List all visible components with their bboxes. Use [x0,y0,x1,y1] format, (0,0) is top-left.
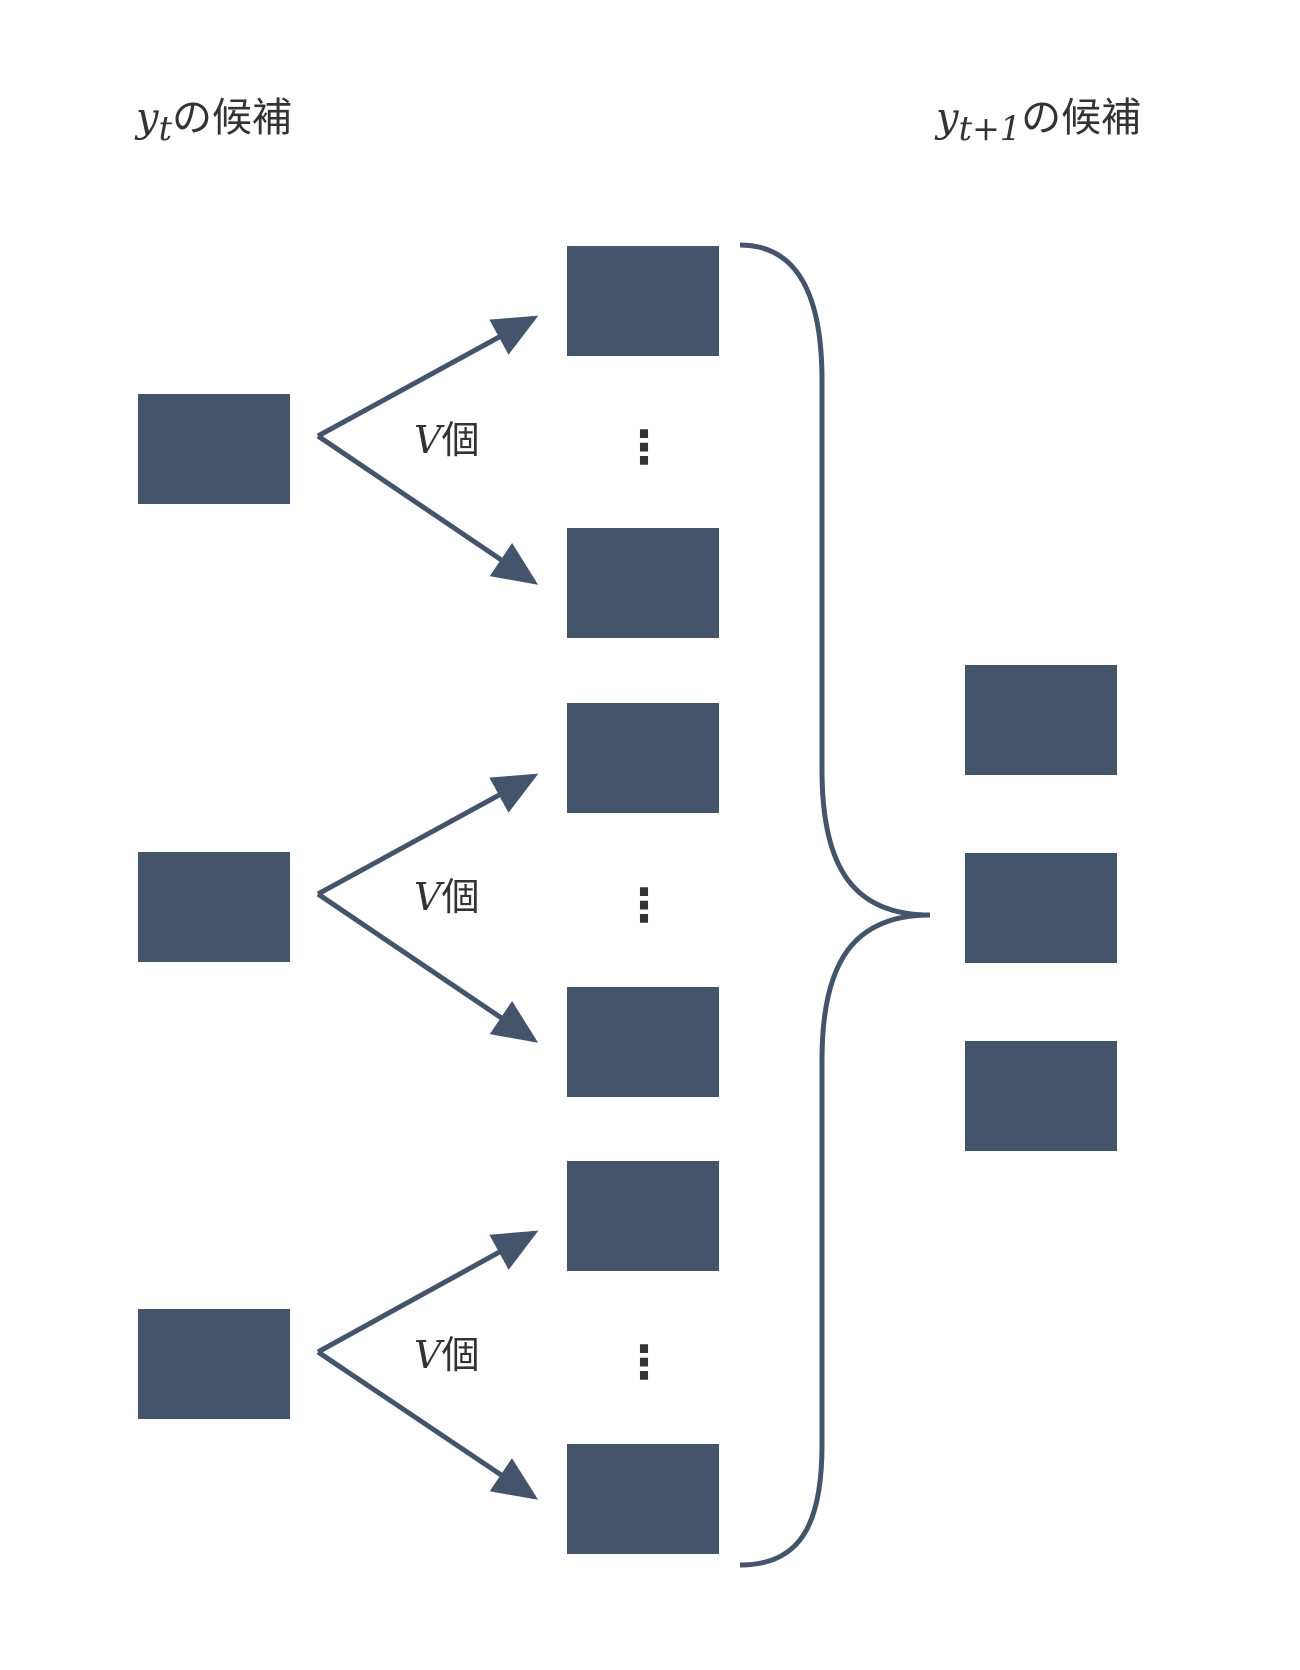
branch-count-var-3: V [414,1333,442,1377]
branch-count-label-1: V個 [414,418,479,462]
branch-arrow-up-2 [316,773,539,897]
yt1-candidate-box-1 [965,665,1117,775]
branch-arrow-up-3 [316,1230,539,1355]
expanded-box-2-top [567,703,719,813]
expanded-box-3-bottom [567,1444,719,1554]
yt1-candidates-heading: yt+1の候補 [936,94,1141,153]
branch-arrow-up-1 [316,315,539,439]
yt-candidate-box-1 [138,394,290,504]
branch-arrow-down-1 [316,433,539,585]
yt-candidate-box-3 [138,1309,290,1419]
branch-count-label-3: V個 [414,1333,479,1377]
yt1-suffix: の候補 [1021,95,1142,141]
yt1-candidate-box-2 [965,853,1117,963]
expanded-box-1-top [567,246,719,356]
expanded-box-1-bottom [567,528,719,638]
ellipsis-2: ⋮ [621,878,667,932]
yt-subscript: t [158,109,173,148]
yt1-candidate-box-3 [965,1041,1117,1151]
yt-var: y [136,95,159,141]
selection-brace [739,242,931,1568]
yt-suffix: の候補 [172,95,293,141]
branch-count-label-2: V個 [414,875,479,919]
yt-candidate-box-2 [138,852,290,962]
expanded-box-2-bottom [567,987,719,1097]
ellipsis-3: ⋮ [621,1335,667,1389]
branch-count-suffix-3: 個 [441,1333,480,1377]
branch-arrow-down-2 [316,891,539,1043]
yt1-var: y [936,95,959,141]
branch-count-suffix-2: 個 [441,875,480,919]
expanded-box-3-top [567,1161,719,1271]
branch-count-suffix-1: 個 [441,418,480,462]
yt1-subscript: t+1 [958,109,1022,148]
ellipsis-1: ⋮ [621,420,667,474]
branch-arrow-down-3 [316,1349,539,1500]
branch-count-var-1: V [414,418,442,462]
branch-count-var-2: V [414,875,442,919]
yt-candidates-heading: ytの候補 [136,94,292,153]
